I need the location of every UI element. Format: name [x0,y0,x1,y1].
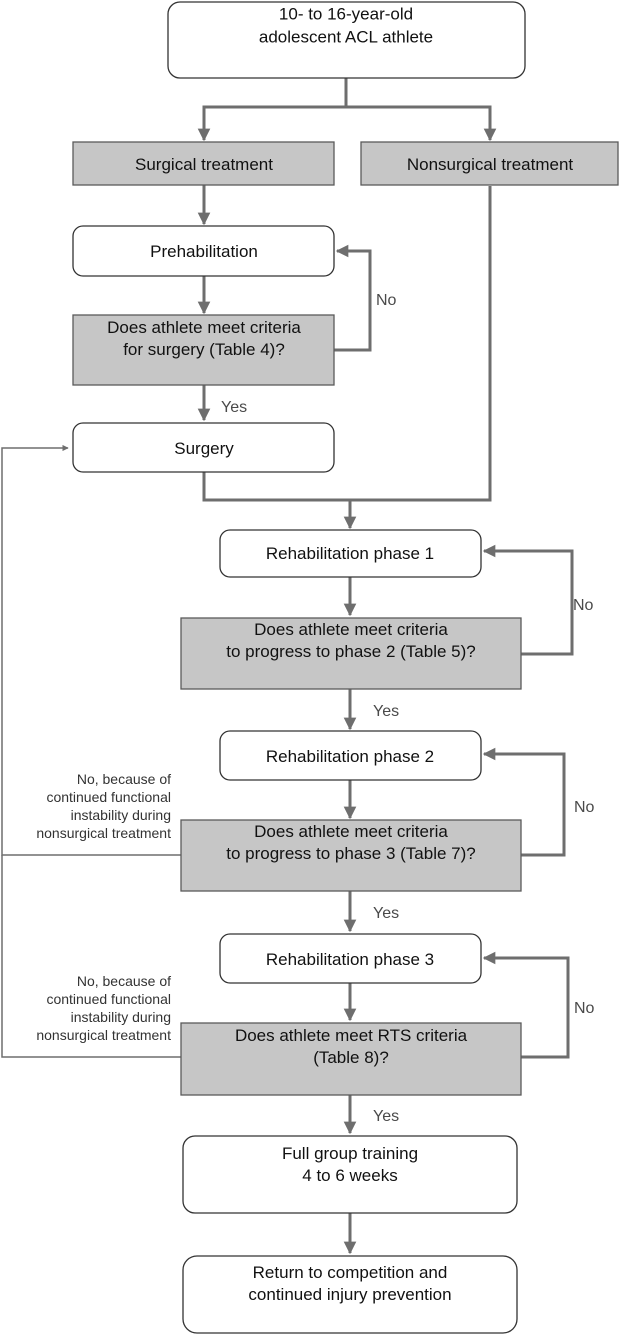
text-line: Rehabilitation phase 1 [266,544,434,563]
arrow-phase3-no-loop [482,747,566,857]
text-line: nonsurgical treatment [36,1027,171,1043]
group-training-node: Full group training 4 to 6 weeks [182,1135,518,1214]
label-yes-phase3: Yes [373,905,399,922]
label-yes-surgery: Yes [221,399,247,416]
label-instability-1: No, because of continued functional instab… [36,771,171,841]
prehabilitation-node: Prehabilitation [72,225,335,277]
surgery-node: Surgery [72,422,335,473]
edge-labels: No Yes No Yes No Yes No Yes No, because … [36,292,594,1125]
return-to-competition-text: Return to competition and continued injur… [248,1263,451,1304]
line-instability-2 [1,855,181,1058]
text-line: 10- to 16-year-old [279,5,413,24]
label-instability-2: No, because of continued functional instab… [36,973,171,1043]
rehab-phase-1-text: Rehabilitation phase 1 [266,544,434,563]
start-node: 10- to 16-year-old adolescent ACL athlete [167,1,526,79]
text-line: Does athlete meet criteria [107,318,301,337]
label-yes-phase2: Yes [373,703,399,720]
surgery-criteria-text: Does athlete meet criteria for surgery (T… [107,318,301,359]
label-no-phase2: No [573,597,594,614]
text-line: to progress to phase 3 (Table 7)? [226,844,475,863]
label-no-phase3: No [574,799,595,816]
text-line: No, because of [77,973,171,989]
text-line: adolescent ACL athlete [259,28,433,47]
text-line: Does athlete meet RTS criteria [235,1026,468,1045]
text-line: (Table 8)? [313,1048,389,1067]
text-line: Surgical treatment [135,155,273,174]
text-line: Full group training [282,1144,418,1163]
arrow-nonsurgical-down [350,186,492,502]
text-line: Return to competition and [253,1263,448,1282]
rts-criteria-question: Does athlete meet RTS criteria (Table 8)? [180,1022,522,1096]
nonsurgical-treatment-text: Nonsurgical treatment [407,155,574,174]
arrow-phase2-no-loop [482,544,574,656]
text-line: Surgery [174,439,234,458]
arrow-start-split [197,78,348,142]
phase-2-criteria-text: Does athlete meet criteria to progress to… [226,620,475,661]
text-line: Prehabilitation [150,242,258,261]
text-line: No, because of [77,771,171,787]
rehab-phase-3-text: Rehabilitation phase 3 [266,950,434,969]
phase-2-criteria-question: Does athlete meet criteria to progress to… [180,617,522,690]
start-node-text: 10- to 16-year-old adolescent ACL athlete [259,5,433,47]
text-line: nonsurgical treatment [36,825,171,841]
return-to-competition-node: Return to competition and continued injur… [182,1255,518,1334]
text-line: continued functional [46,789,171,805]
connectors [1,78,574,1255]
rehab-phase-1-node: Rehabilitation phase 1 [219,529,482,578]
phase-3-criteria-question: Does athlete meet criteria to progress to… [180,819,522,892]
phase-3-criteria-text: Does athlete meet criteria to progress to… [226,822,475,863]
label-yes-rts: Yes [373,1108,399,1125]
surgical-treatment-node: Surgical treatment [72,141,335,186]
text-line: instability during [71,807,171,823]
rehab-phase-3-node: Rehabilitation phase 3 [219,933,482,984]
arrow-instability-to-surgery [1,444,181,856]
surgery-text: Surgery [174,439,234,458]
text-line: continued injury prevention [248,1285,451,1304]
arrow-surgery-no-loop [334,244,372,352]
text-line: instability during [71,1009,171,1025]
nonsurgical-treatment-node: Nonsurgical treatment [360,141,619,186]
text-line: Nonsurgical treatment [407,155,574,174]
text-line: continued functional [46,991,171,1007]
surgical-treatment-text: Surgical treatment [135,155,273,174]
arrow-rts-no-loop [482,951,570,1059]
rehab-phase-2-node: Rehabilitation phase 2 [219,730,482,781]
text-line: Does athlete meet criteria [254,620,448,639]
text-line: Rehabilitation phase 3 [266,950,434,969]
text-line: to progress to phase 2 (Table 5)? [226,642,475,661]
label-no-surgery: No [376,292,397,309]
rts-criteria-text: Does athlete meet RTS criteria (Table 8)? [235,1026,468,1067]
label-no-rts: No [574,1000,595,1017]
arrow-surgery-merge [202,472,357,530]
text-line: 4 to 6 weeks [302,1166,397,1185]
arrow-start-nonsurgical [346,105,497,142]
prehabilitation-text: Prehabilitation [150,242,258,261]
group-training-text: Full group training 4 to 6 weeks [282,1144,418,1185]
text-line: Does athlete meet criteria [254,822,448,841]
text-line: Rehabilitation phase 2 [266,747,434,766]
surgery-criteria-question: Does athlete meet criteria for surgery (T… [72,314,335,386]
rehab-phase-2-text: Rehabilitation phase 2 [266,747,434,766]
text-line: for surgery (Table 4)? [123,340,285,359]
